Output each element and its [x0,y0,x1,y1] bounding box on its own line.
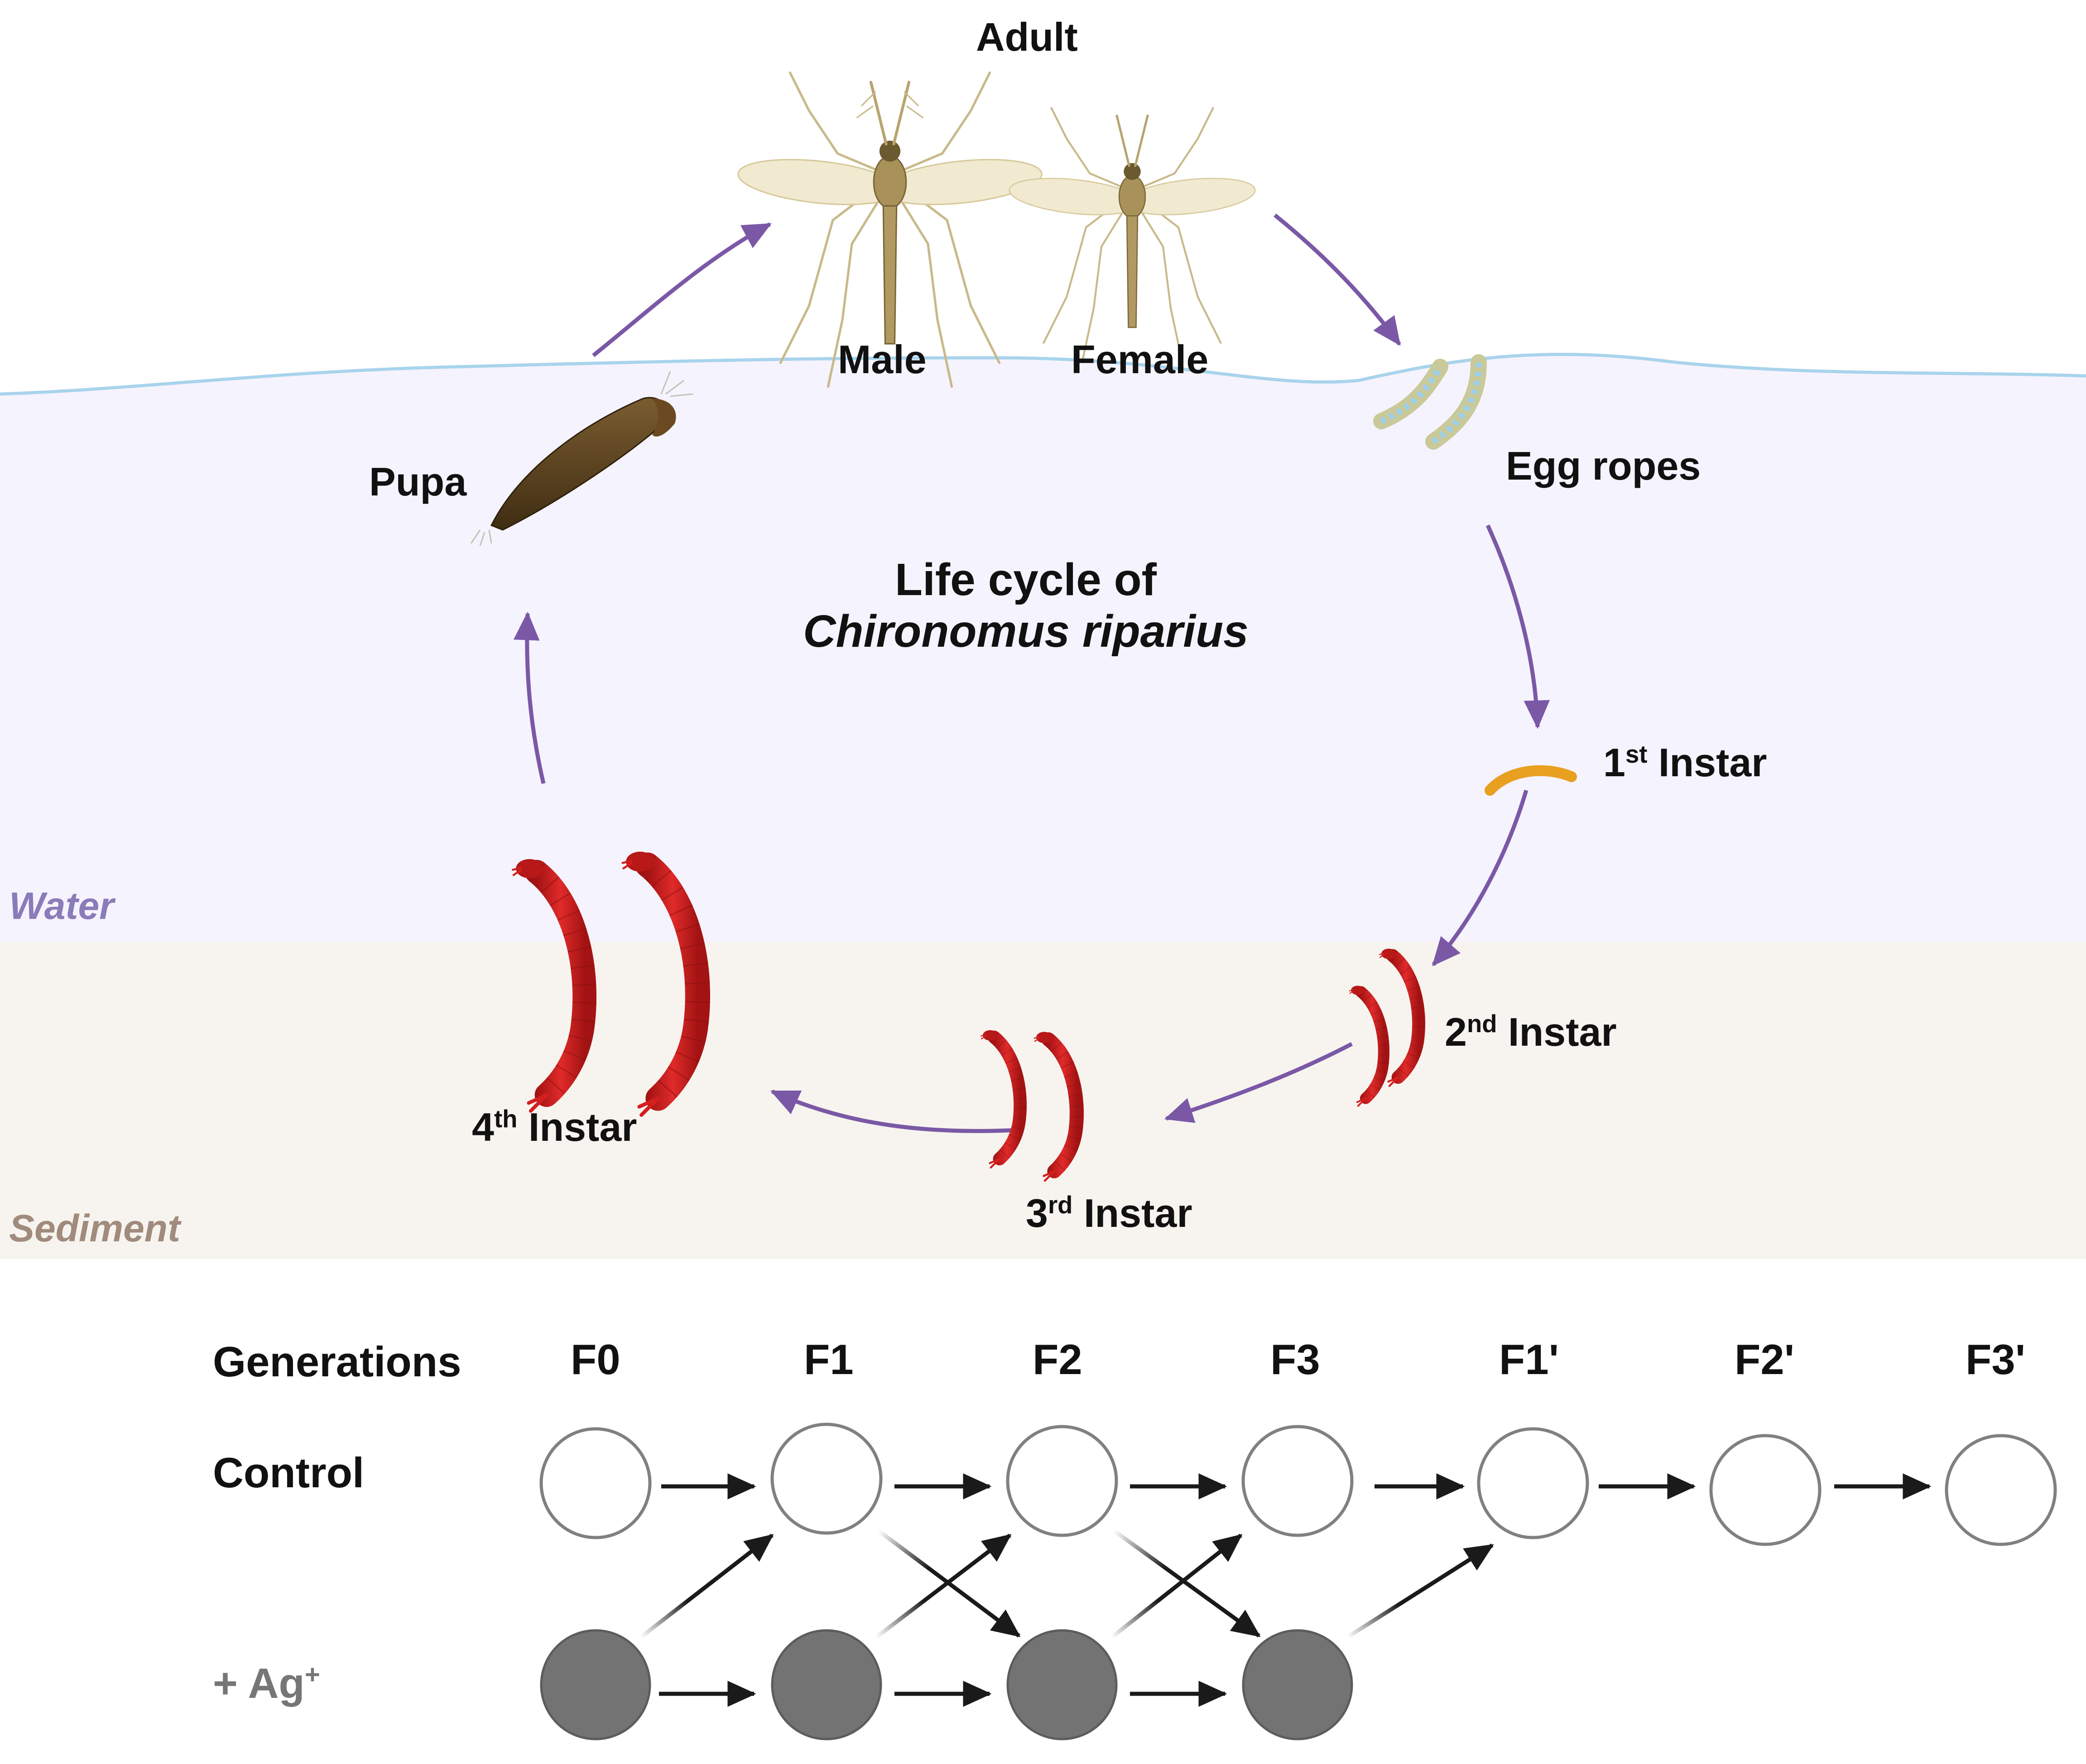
ag-node-f3 [1242,1629,1353,1740]
sediment-zone [0,942,2086,1259]
ag-node-f0 [540,1629,651,1740]
instar1-larva-illustration [1485,765,1577,796]
column-f1-prime: F1' [1499,1336,1559,1383]
label-instar2: 2nd Instar [1445,1009,1617,1054]
diagram-title: Life cycle of Chironomus riparius [770,557,1282,654]
label-egg-ropes: Egg ropes [1506,443,1701,488]
control-node-f3 [1241,1425,1354,1537]
male-adult-illustration [736,73,1044,387]
arrow-instar2-to-instar3 [1164,1042,1353,1123]
egg-ropes-illustration [1373,354,1487,450]
label-sediment-zone: Sediment [9,1207,181,1250]
label-instar4: 4th Instar [472,1105,637,1149]
crossover-arrows [639,1529,1494,1639]
control-node-f0 [539,1427,652,1539]
label-ag-treatment: + Ag+ [213,1659,320,1707]
control-node-f3-prime [1945,1434,2057,1546]
arrow-instar1-to-instar2 [1432,789,1528,966]
column-f2-prime: F2' [1735,1336,1795,1383]
column-f0: F0 [571,1336,620,1383]
label-pupa: Pupa [369,459,467,504]
label-female: Female [1071,337,1209,382]
label-instar1: 1st Instar [1603,740,1767,785]
control-node-f1 [770,1423,883,1535]
label-water-zone: Water [9,884,114,927]
water-surface-line [0,353,2086,396]
arrow-instar4-to-pupa [513,611,546,784]
label-instar3: 3rd Instar [1026,1191,1192,1235]
arrow-eggs-to-instar1 [1485,524,1550,729]
column-f3-prime: F3' [1966,1336,2026,1383]
label-generations: Generations [213,1338,461,1385]
column-f2: F2 [1033,1336,1082,1383]
column-f3: F3 [1270,1336,1320,1383]
ag-node-f2 [1006,1629,1118,1740]
cycle-arrows [513,213,1550,1133]
ag-node-f1 [771,1629,882,1740]
column-f1: F1 [804,1336,854,1383]
female-adult-illustration [1008,108,1257,362]
label-control: Control [213,1449,365,1496]
control-node-f1-prime [1477,1427,1589,1539]
ag-generation-nodes [540,1629,1353,1740]
title-line-1: Life cycle of [895,554,1157,605]
control-node-f2 [1006,1425,1118,1537]
arrow-pupa-to-adult [592,222,772,357]
arrow-instar3-to-instar4 [770,1089,1019,1133]
label-adult: Adult [976,14,1078,59]
title-line-2-species: Chironomus riparius [803,606,1249,657]
control-node-f2-prime [1709,1434,1822,1546]
control-generation-nodes [539,1423,2057,1546]
arrow-adult-to-eggs [1274,213,1401,346]
pupa-illustration [470,371,693,546]
label-male: Male [838,337,927,382]
